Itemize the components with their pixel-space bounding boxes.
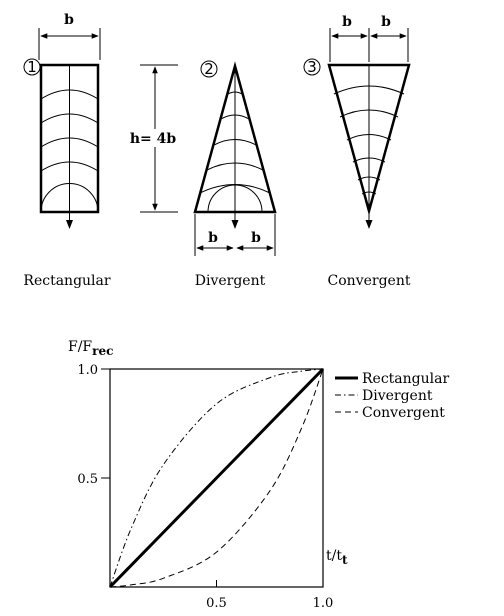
shape-number-circle (303, 58, 321, 76)
shape-number: 3 (307, 58, 317, 76)
legend-label: Divergent (362, 388, 433, 404)
flow-arrow-icon (66, 220, 73, 229)
burn-front-arcs (40, 89, 99, 213)
y-tick-label: 1.0 (77, 363, 98, 378)
series-layer (108, 367, 325, 589)
dim-label-b-right: b (251, 230, 261, 246)
shape-number: 2 (204, 60, 214, 78)
flow-arrow-icon (365, 220, 373, 229)
burn-front-arcs (199, 91, 271, 213)
height-label: h= 4b (130, 131, 177, 147)
flow-arrow-icon (231, 220, 239, 229)
x-tick-label: 0.5 (206, 596, 227, 611)
legend-label: Convergent (362, 405, 445, 421)
dim-label-b: b (64, 12, 74, 28)
height-label-bg (130, 129, 176, 147)
y-axis-label-sub: rec (92, 344, 113, 358)
y-tick-label: 0.5 (77, 472, 98, 487)
thrust-profile-chart: F/Frec t/tt 0.5 1.0 0.5 1.0 RectangularDive… (68, 339, 449, 611)
caption-convergent: Convergent (328, 273, 411, 289)
caption-rectangular: Rectangular (23, 273, 110, 289)
dim-label-b-left: b (342, 14, 352, 30)
divergent-shape-diagram: h= 4b 2 b b (130, 60, 277, 256)
series-line-rectangular (108, 367, 325, 589)
shape-number-circle (200, 60, 218, 78)
dim-label-b-left: b (208, 230, 218, 246)
y-axis-label: F/Frec (68, 339, 113, 358)
convergent-shape-diagram: b b 3 (303, 14, 411, 229)
x-axis-label-sub: t (342, 553, 348, 567)
series-line-convergent (109, 368, 324, 588)
rectangular-shape-diagram: b 1 (23, 12, 101, 229)
x-tick-label: 1.0 (313, 596, 334, 611)
shape-number: 1 (27, 58, 37, 76)
x-axis-label-main: t/t (326, 548, 342, 564)
series-line-divergent (109, 368, 324, 588)
burn-front-arcs (333, 85, 405, 195)
x-axis-label: t/tt (326, 548, 348, 567)
y-axis-label-main: F/F (68, 339, 92, 355)
caption-divergent: Divergent (195, 273, 266, 289)
legend-label: Rectangular (362, 371, 449, 387)
dim-label-b-right: b (381, 14, 391, 30)
axis-ticks: 0.5 1.0 0.5 1.0 (77, 363, 333, 611)
